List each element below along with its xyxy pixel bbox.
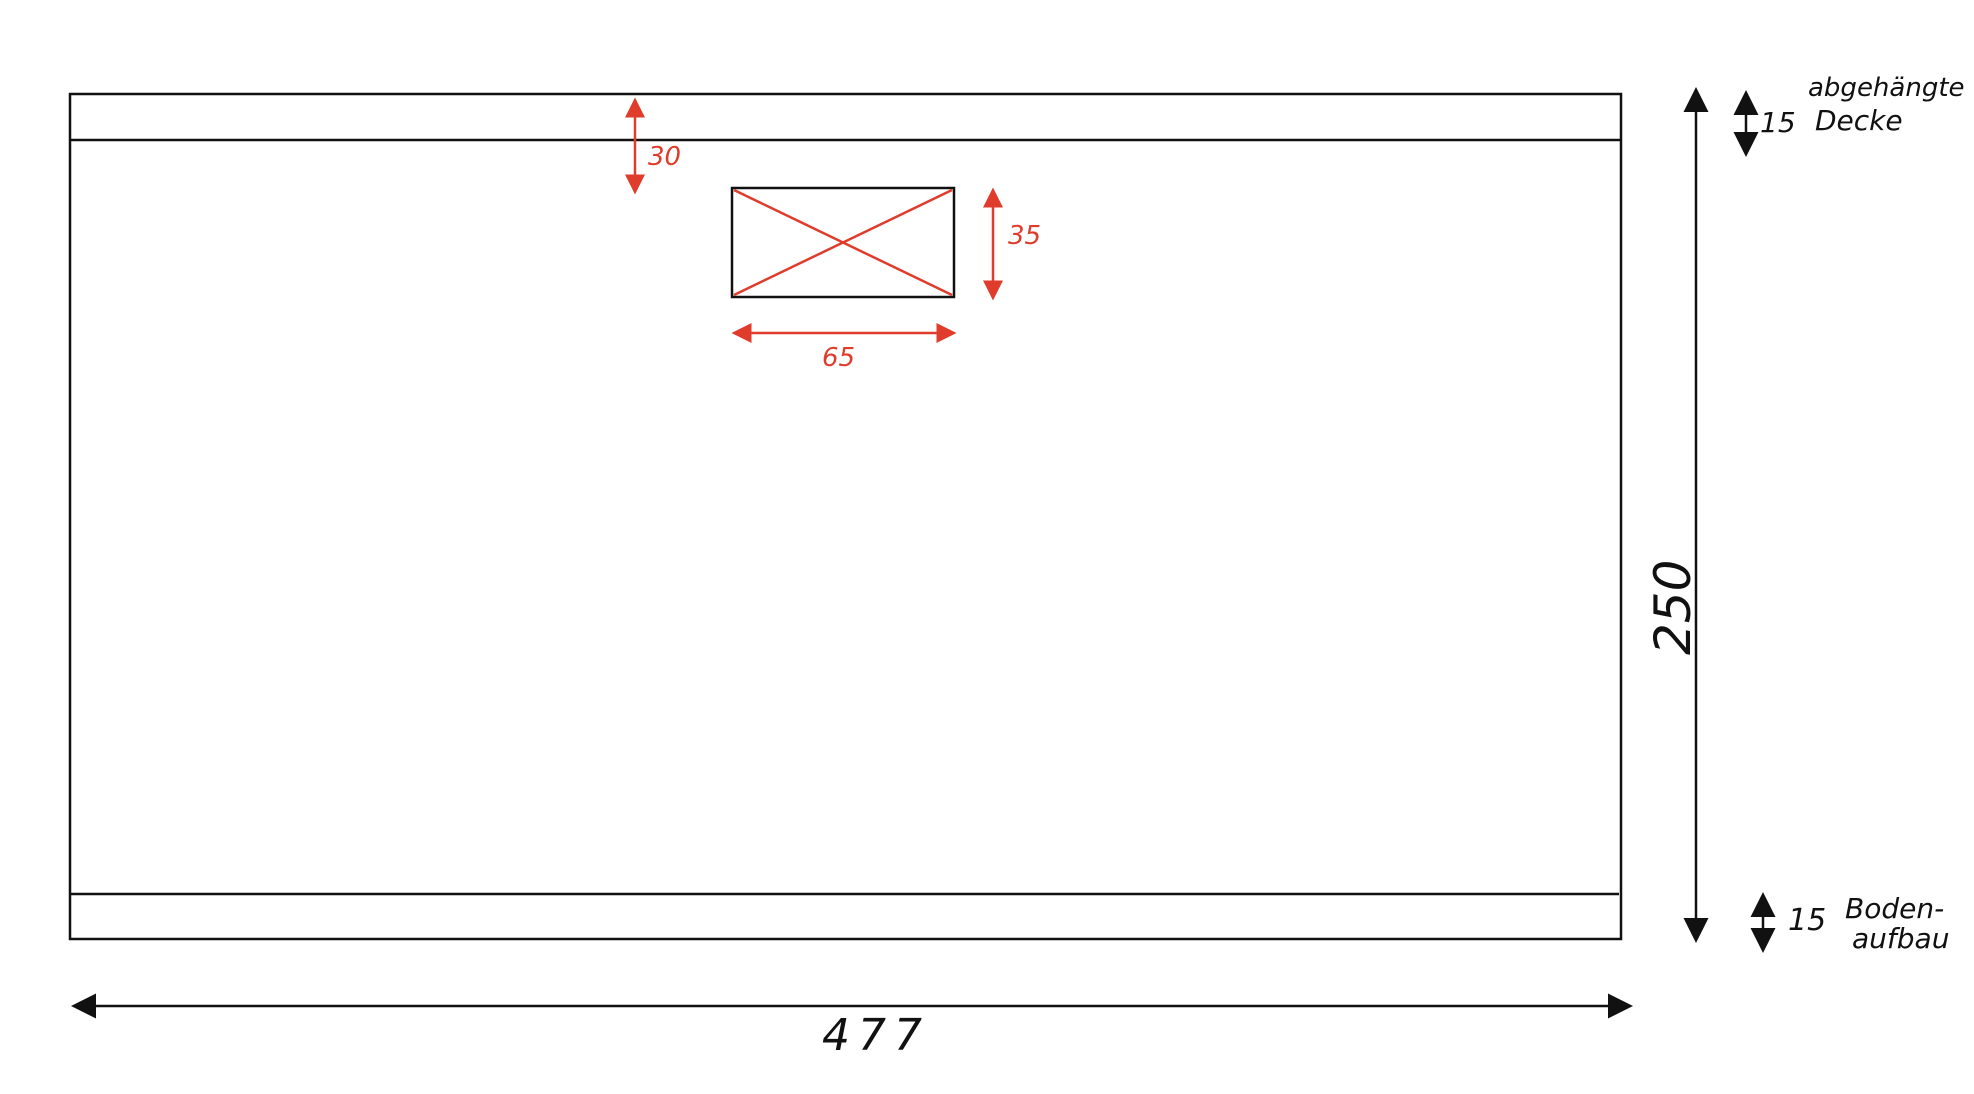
wall-height-label: 250 <box>1644 560 1702 655</box>
ceiling-label-line1: abgehängte <box>1808 73 1965 103</box>
wall-outline <box>68 92 1623 941</box>
window-opening <box>730 186 956 299</box>
window-height-label: 35 <box>1008 221 1041 251</box>
window-cross-2 <box>733 188 953 297</box>
floor-label-line2: aufbau <box>1852 922 1949 955</box>
floor-height-label: 15 <box>1788 903 1826 938</box>
ceiling-label-line2: Decke <box>1815 104 1903 137</box>
window-width-label: 65 <box>822 343 855 373</box>
wall-width-label: 477 <box>822 1010 930 1061</box>
ceiling-height-label: 15 <box>1760 106 1796 139</box>
floor-label-line1: Boden- <box>1845 892 1944 925</box>
window-offset-label: 30 <box>648 142 681 172</box>
